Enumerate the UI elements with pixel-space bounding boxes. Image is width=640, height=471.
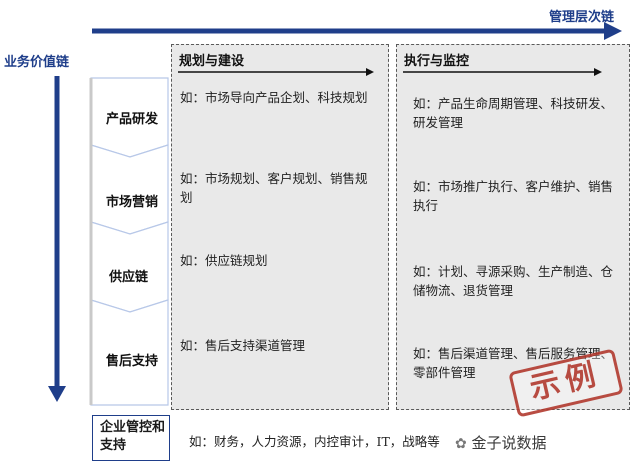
row-label-marketing: 市场营销 [106,195,159,210]
plan-cell-after-sales: 如：售后支持渠道管理 [180,338,306,353]
panel-plan [171,44,389,410]
row-label-supply-chain: 供应链 [109,270,149,285]
column-title-plan: 规划与建设 [179,54,245,69]
plan-cell-supply-chain: 如：供应链规划 [180,253,268,268]
execute-cell-product-rd: 如：产品生命周期管理、科技研发、研发管理 [413,96,614,130]
execute-cell-after-sales: 如：售后渠道管理、售后服务管理、零部件管理 [413,346,614,380]
enterprise-control-text: 如：财务，人力资源，内控审计，IT，战略等 [189,434,440,449]
execute-cell-supply-chain: 如：计划、寻源采购、生产制造、仓储物流、退货管理 [413,264,614,298]
execute-cell-marketing: 如：市场推广执行、客户维护、销售执行 [413,179,614,213]
value-chain-label: 业务价值链 [4,55,70,70]
management-chain-label: 管理层次链 [549,10,615,25]
row-label-after-sales: 售后支持 [106,354,159,369]
watermark: ✿ 金子说数据 [455,432,547,453]
enterprise-control-box: 企业管控和支持 [92,415,170,461]
watermark-text: 金子说数据 [471,434,547,452]
plan-cell-marketing: 如：市场规划、客户规划、销售规划 [180,171,368,205]
enterprise-control-label: 企业管控和支持 [100,420,166,453]
panel-execute [396,44,630,410]
plan-cell-product-rd: 如：市场导向产品企划、科技规划 [180,90,368,105]
column-title-execute: 执行与监控 [404,54,470,69]
row-label-product-rd: 产品研发 [106,112,159,127]
chevron-column [90,77,169,406]
wechat-icon: ✿ [455,436,467,452]
